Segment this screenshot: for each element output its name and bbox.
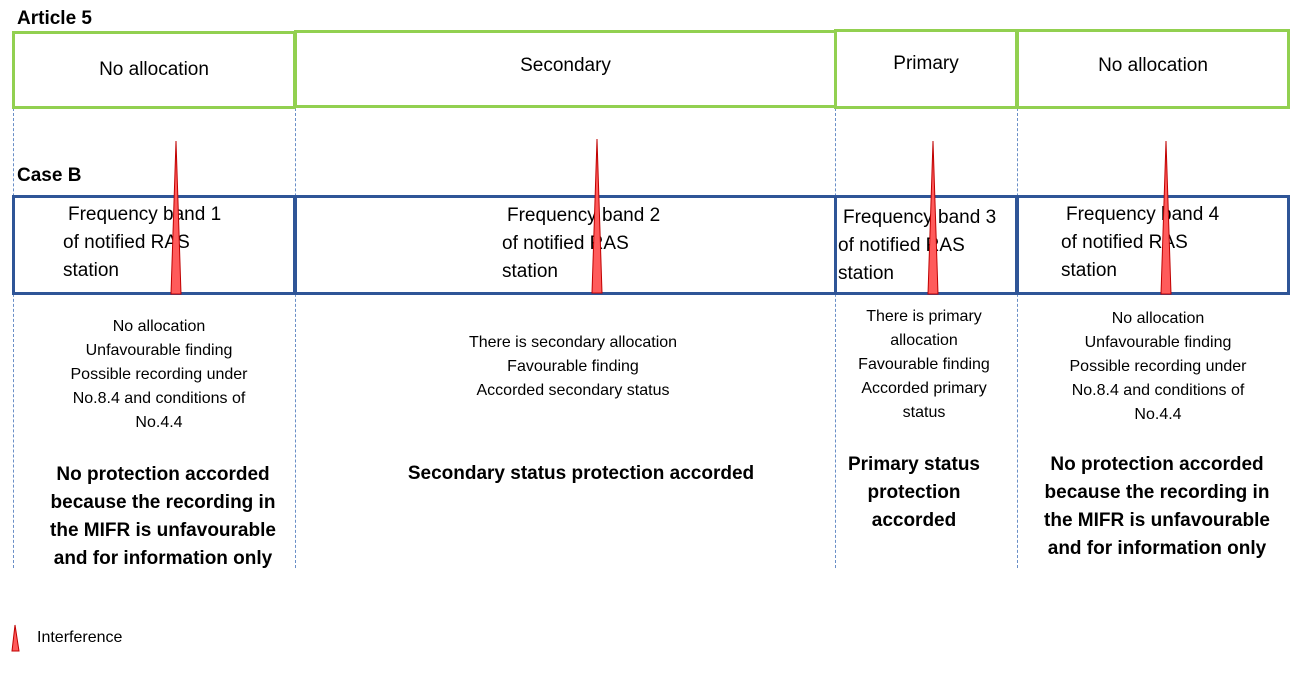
column-divider [1017,108,1018,568]
band-label-3-line3: station [838,263,894,284]
protection-outcome-1: No protection accorded because the recor… [50,464,276,569]
allocation-box-2: Secondary [294,30,837,108]
frequency-band-box-1 [12,195,296,295]
protection-outcome-2: Secondary status protection accorded [407,463,755,484]
interference-spike-icon [927,140,939,295]
allocation-box-1: No allocation [12,31,296,109]
interference-spike-icon [591,138,603,294]
band-label-3: Frequency band 3 [843,207,997,228]
band-notes-4: No allocation Unfavourable finding Possi… [1069,310,1247,423]
band-notes-3: There is primary allocation Favourable f… [858,308,990,421]
legend-label: Interference [37,629,123,646]
allocation-label: Secondary [520,55,611,76]
column-divider [13,108,14,568]
band-label-2: Frequency band 2 [507,205,661,226]
case-title: Case B [17,165,82,186]
allocation-label: No allocation [99,59,209,80]
protection-outcome-3: Primary status protection accorded [847,454,980,531]
band-label-4: Frequency band 4 [1066,204,1220,225]
allocation-box-4: No allocation [1016,29,1290,109]
band-label-1-line3: station [63,260,119,281]
interference-spike-icon [170,140,182,295]
band-notes-2: There is secondary allocation Favourable… [468,334,678,399]
band-label-4-line3: station [1061,260,1117,281]
band-label-2-line3: station [502,261,558,282]
protection-outcome-4: No protection accorded because the recor… [1044,454,1270,559]
frequency-band-box-2 [294,195,837,295]
allocation-label: No allocation [1098,55,1208,76]
frequency-band-box-4 [1016,195,1290,295]
interference-spike-icon [1160,140,1172,295]
band-notes-1: No allocation Unfavourable finding Possi… [70,318,248,431]
column-divider [835,108,836,568]
allocation-label: Primary [893,53,959,74]
article-title: Article 5 [17,8,92,29]
column-divider [295,108,296,568]
interference-spike-icon [11,624,20,652]
